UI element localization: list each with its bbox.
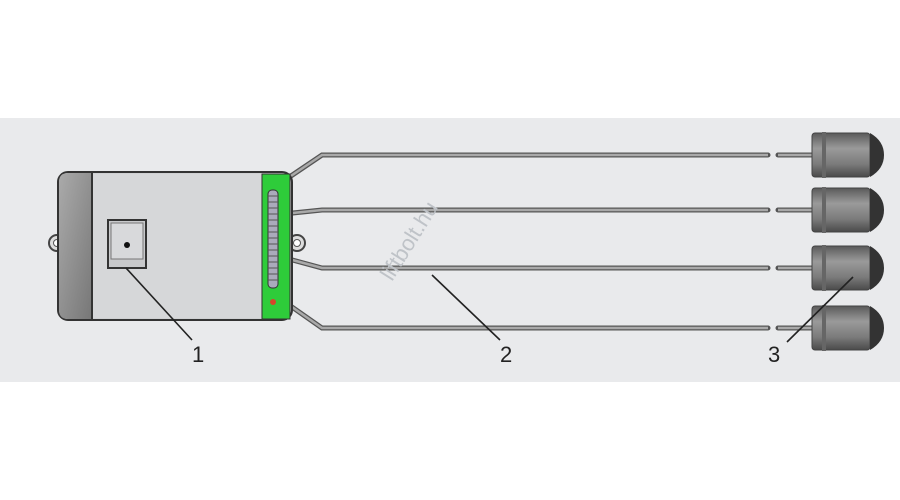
sensor bbox=[811, 187, 884, 233]
switch bbox=[107, 219, 147, 269]
label-1-control-unit: 1 bbox=[192, 342, 204, 367]
sensor bbox=[811, 245, 884, 291]
label-2-cable: 2 bbox=[500, 342, 512, 367]
sensors bbox=[811, 132, 884, 351]
label-3-sensor: 3 bbox=[768, 342, 780, 367]
sensor bbox=[811, 132, 884, 178]
control-unit bbox=[48, 171, 306, 321]
leader-lines bbox=[125, 267, 854, 343]
sensor bbox=[811, 305, 884, 351]
led-indicator bbox=[270, 299, 276, 305]
